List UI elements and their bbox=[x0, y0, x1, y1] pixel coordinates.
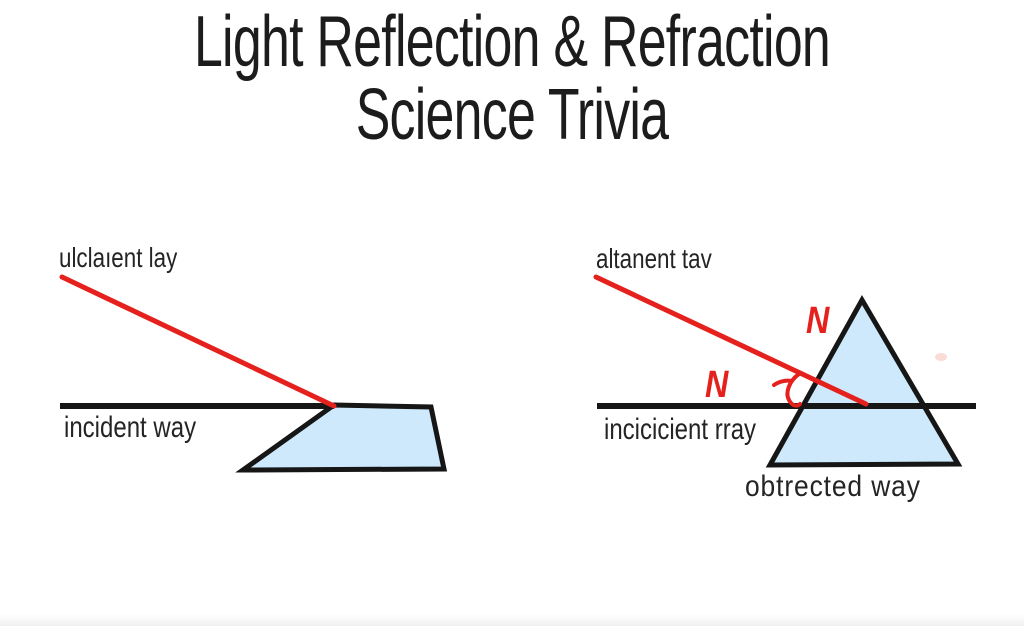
right-refracted-label: obtrected way bbox=[745, 470, 921, 503]
faint-smudge-artifact bbox=[935, 353, 947, 361]
normal-label-upper: N bbox=[806, 300, 830, 342]
left-incident-ray bbox=[59, 274, 337, 409]
left-surface-label: incident way bbox=[64, 411, 197, 444]
bottom-edge-shade bbox=[0, 614, 1024, 626]
page-title: Light Reflection & Refraction Science Tr… bbox=[143, 6, 880, 152]
right-surface-label: incicicient rray bbox=[604, 413, 757, 446]
left-glass-block bbox=[235, 402, 448, 473]
title-line-2: Science Trivia bbox=[355, 75, 669, 155]
normal-label-lower: N bbox=[705, 364, 729, 406]
right-incident-ray bbox=[593, 274, 869, 407]
left-ray-label: ulclaıent lay bbox=[59, 242, 178, 273]
right-ray-label: altanent tav bbox=[596, 243, 712, 274]
angle-arc-mark bbox=[772, 372, 802, 408]
right-prism bbox=[765, 294, 963, 468]
title-line-1: Light Reflection & Refraction bbox=[193, 2, 831, 82]
